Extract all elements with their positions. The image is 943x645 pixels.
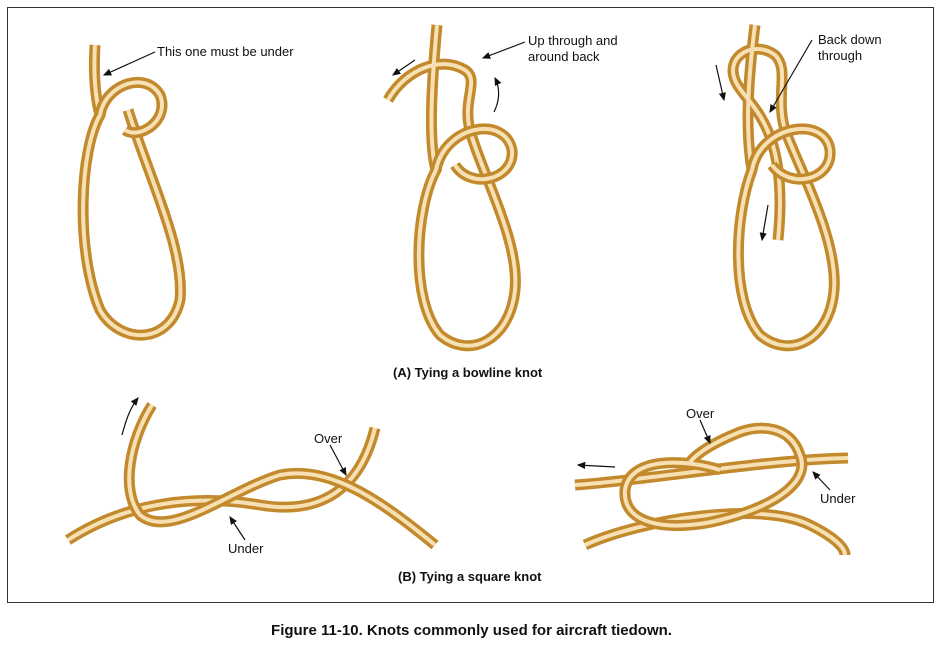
label-must-be-under: This one must be under — [157, 44, 294, 59]
figure-caption: Figure 11-10. Knots commonly used for ai… — [271, 622, 672, 639]
label-under-right: Under — [820, 491, 856, 506]
square-knot-step-2 — [574, 419, 851, 556]
bowline-step-3 — [715, 24, 840, 352]
label-back-down: Back down through — [818, 32, 882, 63]
bowline-step-1 — [77, 44, 186, 341]
label-under-left: Under — [228, 541, 264, 556]
figure-frame — [7, 7, 934, 603]
label-over-left: Over — [314, 431, 343, 446]
square-caption: (B) Tying a square knot — [398, 569, 542, 584]
label-over-right: Over — [686, 406, 715, 421]
square-knot-step-1 — [65, 397, 439, 550]
label-up-through: Up through and around back — [528, 33, 618, 64]
bowline-caption: (A) Tying a bowline knot — [393, 365, 543, 380]
bowline-step-2 — [383, 24, 526, 352]
